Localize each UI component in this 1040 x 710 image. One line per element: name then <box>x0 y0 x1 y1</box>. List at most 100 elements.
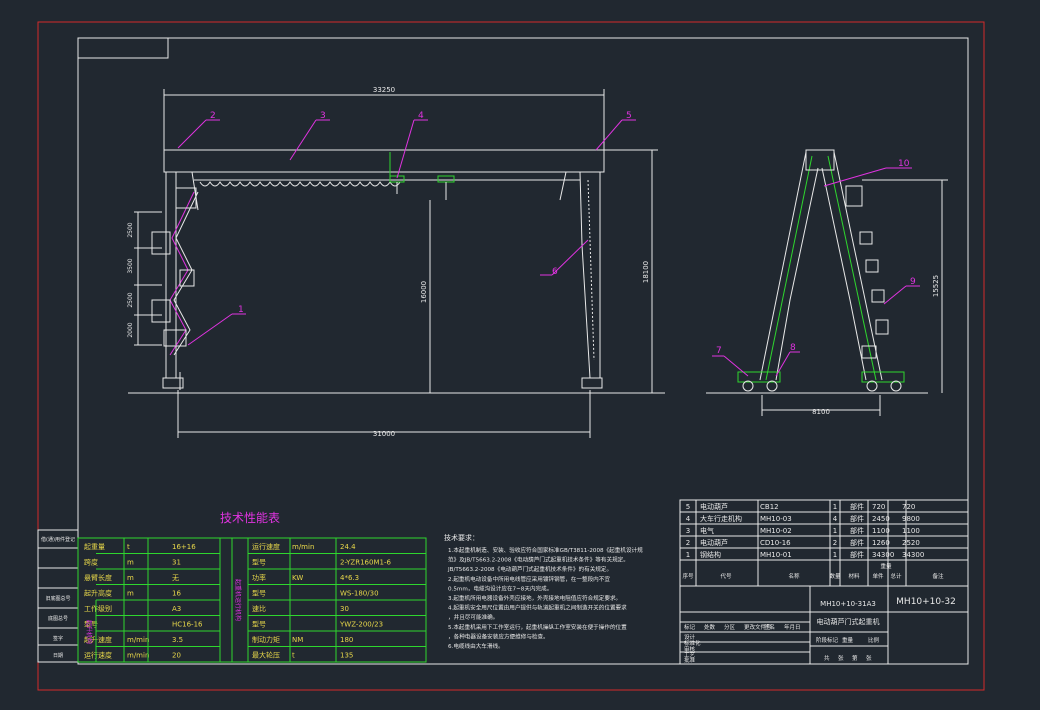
stage-label: 阶段标记 <box>816 636 839 644</box>
stage-label: 重量 <box>842 636 854 644</box>
parts-header: 材料 <box>848 572 860 580</box>
spec-right-name: 型号 <box>252 620 266 629</box>
rev-label: 分区 <box>724 623 736 631</box>
parts-header: 数量 <box>829 572 841 580</box>
parts-cell: 2 <box>833 539 837 547</box>
ladder <box>151 187 199 356</box>
balloon-4: 4 <box>418 111 424 121</box>
parts-header: 重量 <box>880 562 892 570</box>
cable-festoon <box>199 181 401 187</box>
note-line: 0.5mm，电缆沟设计应在7~8天内完成。 <box>448 584 552 592</box>
note-line: ，并且尽可能准确。 <box>448 613 498 621</box>
spec-name: 跨度 <box>84 558 98 567</box>
width-dim: 8100 <box>812 408 830 416</box>
spec-right-value: 30 <box>340 605 349 613</box>
spec-right-value: 4*6.3 <box>340 574 359 582</box>
outer-frame <box>37 21 985 691</box>
technical-notes: 技术要求： 1.本起重机制造、安装、验收应符合国家标准GB/T3811-2008… <box>444 533 643 650</box>
front-view: 33250 31000 <box>127 86 665 438</box>
sheet-label: 张 <box>838 654 844 662</box>
spec-unit: t <box>127 543 130 551</box>
balloon-1: 1 <box>238 305 244 315</box>
role-label: 审核 <box>684 645 696 653</box>
parts-cell: 34300 <box>872 551 894 559</box>
ladder-dim-3: 2500 <box>127 292 134 307</box>
parts-cell: 钢结构 <box>700 550 721 559</box>
rev-label: 签名 <box>764 623 775 631</box>
parts-header: 代号 <box>720 572 732 580</box>
spec-group-label: 起升机构 <box>85 620 93 644</box>
drawing-code: MH10+10-32 <box>896 597 956 607</box>
spec-right-name: 制动力矩 <box>252 635 280 644</box>
ladder-dim-4: 2000 <box>127 322 134 337</box>
role-label: 设计 <box>684 633 696 641</box>
spec-name: 起升高度 <box>84 589 112 598</box>
parts-cell: 1100 <box>872 527 890 535</box>
note-line: ，各种电器设备安装应方便维修与检查。 <box>448 632 549 640</box>
height-dim-side: 15525 <box>932 275 940 297</box>
ladder-dim-2: 3500 <box>127 258 134 273</box>
rev-label: 处数 <box>704 623 716 631</box>
parts-cell: 5 <box>686 503 690 511</box>
spec-right-value: 2-YZR160M1-6 <box>340 559 391 567</box>
balloon-6: 6 <box>552 267 558 277</box>
note-line: 2.起重机电动设备中所用电线管应采用镀锌钢管，在一整段内不宜 <box>448 575 610 583</box>
note-line: 1.本起重机制造、安装、验收应符合国家标准GB/T3811-2008《起重机设计… <box>448 546 643 554</box>
spec-right-value: YWZ-200/23 <box>339 621 383 629</box>
parts-cell: MH10-03 <box>760 515 792 523</box>
parts-cell: 1 <box>833 503 837 511</box>
parts-cell: 2520 <box>902 539 920 547</box>
parts-header: 总计 <box>890 572 902 580</box>
parts-cell: 部件 <box>850 538 864 547</box>
parts-header: 备注 <box>932 572 944 580</box>
spec-right-name: 最大轮压 <box>252 651 280 660</box>
ladder-dim-1: 2500 <box>127 222 134 237</box>
notes-title: 技术要求： <box>444 533 479 542</box>
balloon-9: 9 <box>910 277 916 287</box>
note-line: 3.起重机所用电器设备外壳应接地，外壳接地电阻值应符合规定要求。 <box>448 594 621 602</box>
corner-code-box <box>77 37 169 59</box>
parts-cell: CD10-16 <box>760 539 791 547</box>
parts-cell: 部件 <box>850 502 864 511</box>
strip-label-2: 旧底图总号 <box>45 595 70 602</box>
note-line: JB/T5663.2-2008《电动葫芦门式起重机技术条件》的有关规定。 <box>447 565 612 573</box>
parts-header: 序号 <box>682 572 694 580</box>
spec-right-unit: t <box>292 652 295 660</box>
parts-cell: MH10-02 <box>760 527 792 535</box>
spec-right-unit: m/min <box>292 543 314 551</box>
spec-unit: m <box>127 590 134 598</box>
right-leg <box>559 171 603 389</box>
parts-cell: 部件 <box>850 514 864 523</box>
note-line: 范》及JB/T5663.2-2008《电动葫芦门式起重机技术条件》等有关规定。 <box>448 556 629 564</box>
side-view: 8100 15525 7 8 9 10 <box>706 149 948 416</box>
parts-cell: 34300 <box>902 551 924 559</box>
parts-cell: CB12 <box>760 503 779 511</box>
strip-label-1: 借(通)用件登记 <box>41 536 75 543</box>
parts-cell: 3 <box>686 527 690 535</box>
rev-label: 更改文件号 <box>744 623 772 631</box>
spec-unit: m <box>127 574 134 582</box>
spec-right-name: 功率 <box>252 573 266 582</box>
spec-name: 运行速度 <box>84 651 112 660</box>
balloon-8: 8 <box>790 343 796 353</box>
spec-right-unit: NM <box>292 636 303 644</box>
spec-value: 3.5 <box>172 636 183 644</box>
parts-cell: 1100 <box>902 527 920 535</box>
main-girder <box>163 149 605 173</box>
hoist-2 <box>437 175 455 200</box>
strip-label-5: 日期 <box>53 653 63 659</box>
spec-right-name: 型号 <box>252 558 266 567</box>
spec-value: A3 <box>172 605 181 613</box>
spec-right-unit: KW <box>292 574 303 582</box>
stage-label: 比例 <box>868 636 880 644</box>
drawing-title: 电动葫芦门式起重机 <box>817 617 880 626</box>
parts-cell: 1260 <box>872 539 890 547</box>
spec-value: HC16-16 <box>172 621 203 629</box>
role-label: 批准 <box>684 656 696 664</box>
spec-right-name: 速比 <box>252 604 266 613</box>
balloon-3: 3 <box>320 111 326 121</box>
parts-cell: MH10-01 <box>760 551 792 559</box>
note-line: 6.电缆线由大车滑线。 <box>448 642 504 650</box>
parts-cell: 4 <box>833 515 838 523</box>
bogie-right <box>861 371 905 392</box>
